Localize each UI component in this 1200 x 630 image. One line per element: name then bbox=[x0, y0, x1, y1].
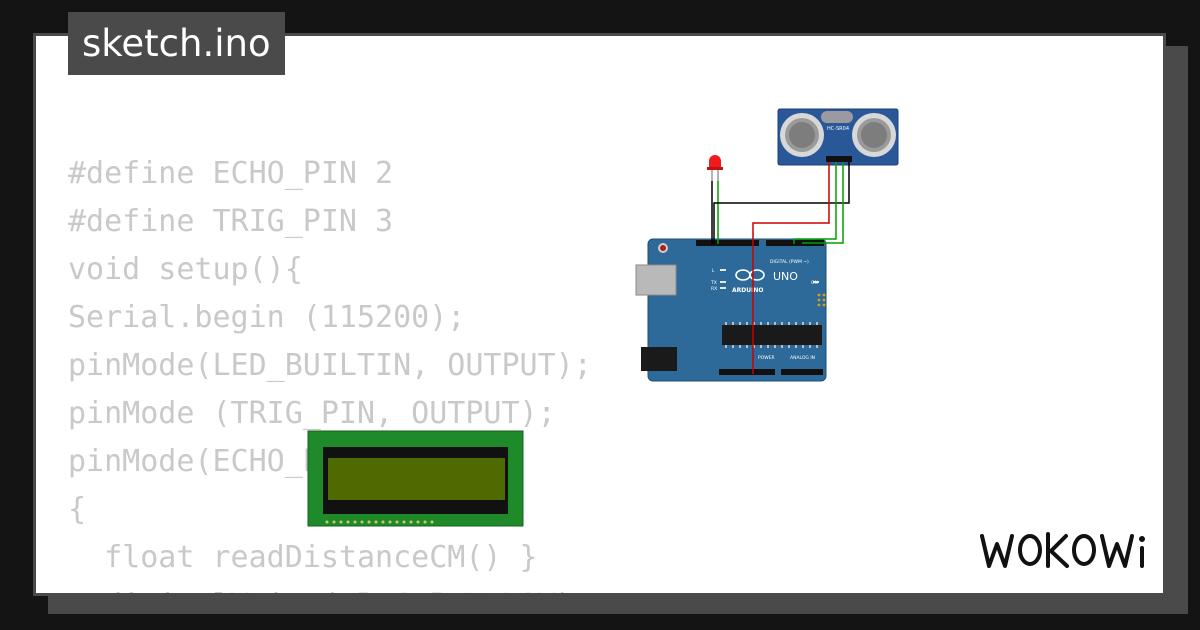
wokwi-logo bbox=[980, 532, 1145, 568]
code-line: #define TRIG_PIN 3 bbox=[68, 204, 394, 239]
digital-label: DIGITAL (PWM ~) bbox=[770, 259, 809, 265]
code-line: digitalWrite(TRIG_PIN,LOW); bbox=[68, 582, 592, 593]
code-line: pinMode (TRIG_PIN, OUTPUT); bbox=[68, 396, 556, 431]
rx-label: RX bbox=[711, 286, 717, 292]
circuit-diagram: HC-SR04 bbox=[307, 108, 899, 527]
sensor-model-label: HC-SR04 bbox=[827, 126, 849, 132]
on-label: ON bbox=[811, 280, 818, 286]
preview-card: #define ECHO_PIN 2 #define TRIG_PIN 3 void… bbox=[33, 33, 1166, 596]
wire-sensor-trig bbox=[793, 162, 837, 244]
wire-sensor-echo bbox=[802, 162, 844, 244]
l-label: L bbox=[712, 268, 715, 274]
code-line: { bbox=[68, 492, 87, 527]
wire-sensor-vcc bbox=[752, 162, 830, 374]
lcd-display bbox=[307, 430, 524, 527]
code-line: float readDistanceCM() } bbox=[68, 540, 538, 575]
circuit-wires bbox=[711, 162, 850, 374]
ultrasonic-sensor: HC-SR04 bbox=[777, 108, 899, 166]
code-snippet: #define ECHO_PIN 2 #define TRIG_PIN 3 void… bbox=[68, 150, 592, 593]
arduino-infinity-logo bbox=[735, 269, 765, 281]
sketch-filename: sketch.ino bbox=[68, 12, 285, 75]
brand-label: ARDUINO bbox=[732, 287, 763, 294]
code-line: pinMode(LED_BUILTIN, OUTPUT); bbox=[68, 348, 592, 383]
board-label: UNO bbox=[773, 270, 798, 283]
arduino-uno-board: UNO ARDUINO DIGITAL (PWM ~) POWER ANALOG… bbox=[635, 238, 827, 382]
wire-sensor-gnd bbox=[713, 162, 850, 244]
analog-label: ANALOG IN bbox=[790, 355, 815, 361]
code-line: void setup(){ bbox=[68, 252, 303, 287]
tx-label: TX bbox=[710, 280, 717, 286]
power-label: POWER bbox=[758, 355, 775, 361]
code-line: Serial.begin (115200); bbox=[68, 300, 466, 335]
code-line: #define ECHO_PIN 2 bbox=[68, 156, 394, 191]
red-led bbox=[707, 155, 723, 181]
